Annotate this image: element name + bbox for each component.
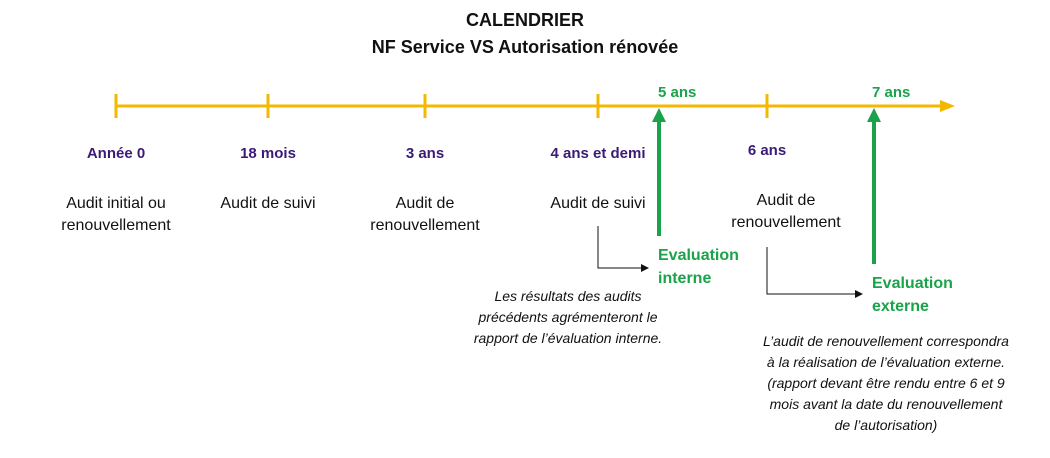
- milestone-label-6-ans: 6 ans: [747, 142, 787, 159]
- note-evaluation-externe: L’audit de renouvellement correspondra à…: [763, 331, 1009, 436]
- note-line: à la réalisation de l’évaluation externe…: [766, 354, 1006, 370]
- note-line: mois avant la date du renouvellement: [769, 396, 1003, 412]
- connector-suivi-to-interne: [597, 226, 649, 272]
- diagram-subtitle: NF Service VS Autorisation rénovée: [371, 37, 679, 57]
- note-line: Les résultats des audits: [494, 288, 642, 304]
- note-line: précédents agrémenteront le: [478, 309, 658, 325]
- evaluation-year-7-ans: 7 ans: [872, 84, 911, 101]
- evaluation-interne-arrowhead: [652, 108, 666, 122]
- milestone-description-3-ans: Audit de renouvellement: [370, 193, 479, 237]
- milestone-description-6-ans: Audit de renouvellement: [731, 190, 840, 234]
- milestone-label-3-ans: 3 ans: [405, 145, 445, 162]
- milestone-label-annee-0: Année 0: [86, 145, 146, 162]
- evaluation-line: interne: [658, 270, 712, 287]
- description-line: Audit de suivi: [550, 195, 646, 212]
- evaluation-line: Evaluation: [658, 247, 739, 264]
- description-line: renouvellement: [731, 214, 841, 231]
- description-line: Audit de: [395, 195, 455, 212]
- milestone-label-4-ans-et-demi: 4 ans et demi: [550, 145, 646, 162]
- description-line: Audit de suivi: [220, 195, 316, 212]
- milestone-description-annee-0: Audit initial ou renouvellement: [61, 193, 170, 237]
- milestone-description-18-mois: Audit de suivi: [220, 193, 315, 215]
- timeline-arrowhead: [940, 100, 955, 112]
- description-line: Audit initial ou: [66, 195, 166, 212]
- description-line: renouvellement: [61, 217, 171, 234]
- description-line: Audit de: [756, 192, 816, 209]
- note-line: (rapport devant être rendu entre 6 et 9: [767, 375, 1005, 391]
- evaluation-line: Evaluation: [872, 275, 953, 292]
- evaluation-externe-arrowhead: [867, 108, 881, 122]
- connector-renouvellement-to-externe: [766, 247, 863, 298]
- note-line: L’audit de renouvellement correspondra: [763, 333, 1009, 349]
- note-line: rapport de l’évaluation interne.: [473, 330, 663, 346]
- note-line: de l’autorisation): [834, 417, 938, 433]
- evaluation-interne-label: Evaluation interne: [658, 244, 739, 290]
- diagram-title: CALENDRIER: [465, 10, 584, 30]
- note-evaluation-interne: Les résultats des audits précédents agré…: [474, 286, 662, 349]
- evaluation-year-5-ans: 5 ans: [658, 84, 697, 101]
- evaluation-line: externe: [872, 298, 929, 315]
- evaluation-externe-label: Evaluation externe: [872, 272, 953, 318]
- description-line: renouvellement: [370, 217, 480, 234]
- milestone-label-18-mois: 18 mois: [240, 145, 296, 162]
- milestone-description-4-ans-et-demi: Audit de suivi: [550, 193, 645, 215]
